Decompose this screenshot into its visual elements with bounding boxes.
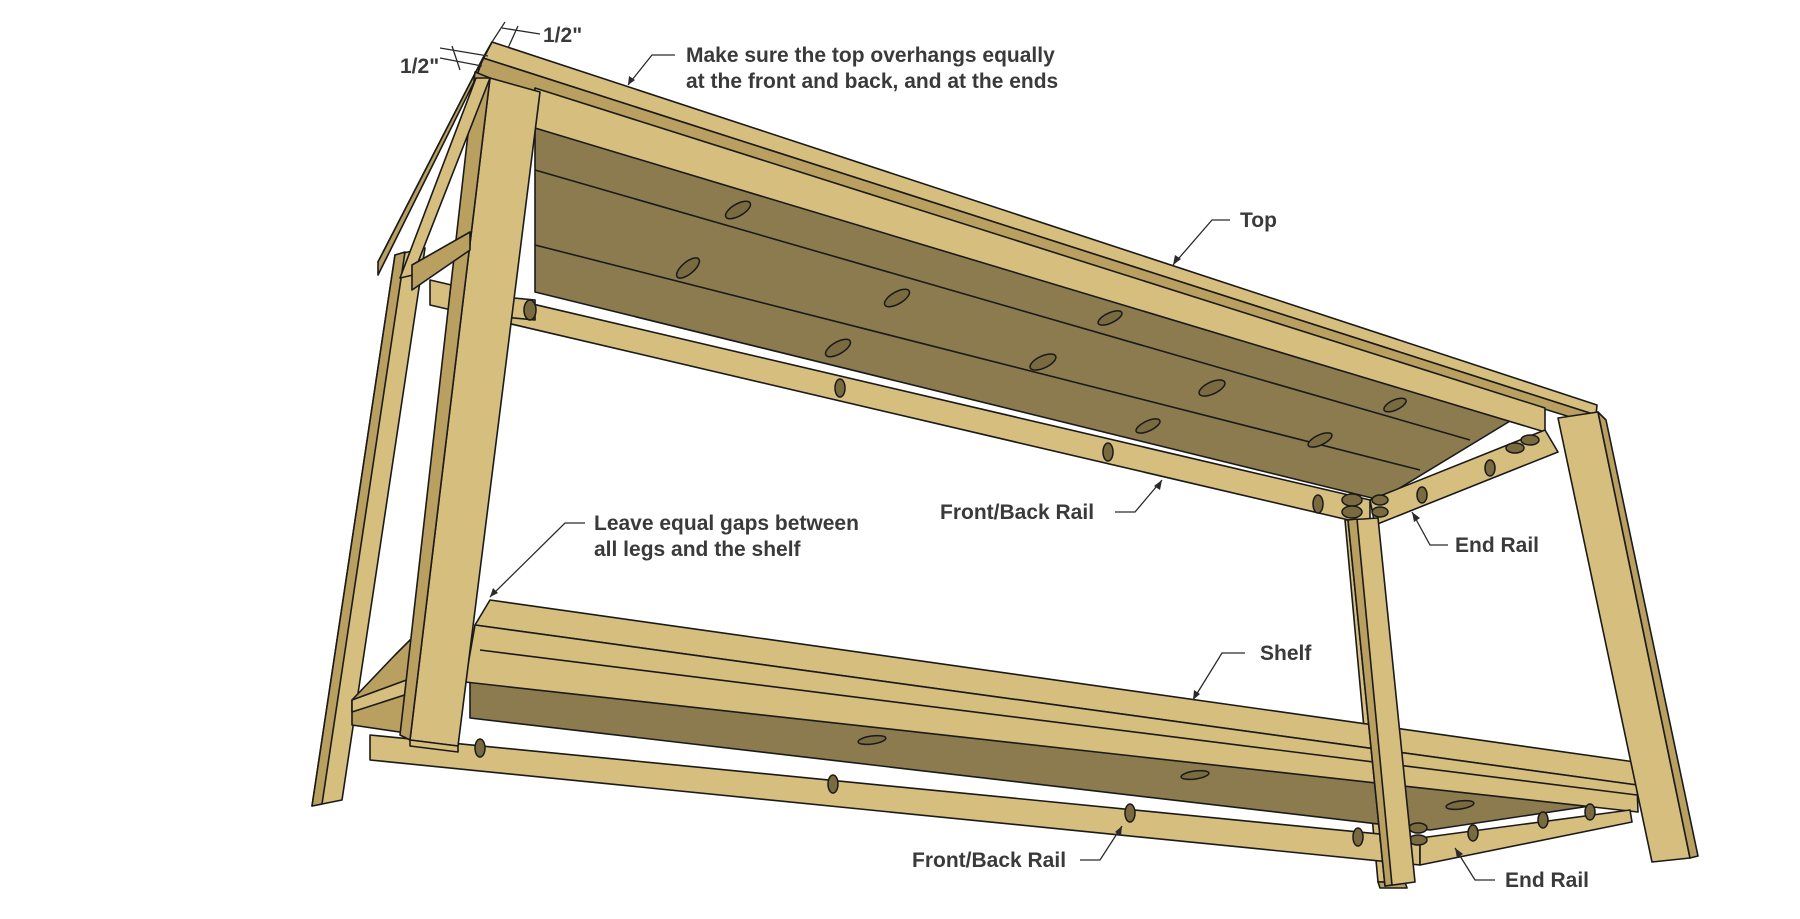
top-note-line1: Make sure the top overhangs equally [686, 44, 1055, 67]
gap-note-line2: all legs and the shelf [594, 538, 802, 561]
top-note-line2: at the front and back, and at the ends [686, 70, 1058, 93]
callout-end-rail-upper: End Rail [1411, 511, 1539, 557]
upper-end-rail [1369, 429, 1559, 526]
callout-top: Top [1172, 209, 1277, 266]
callout-shelf: Shelf [1192, 642, 1312, 701]
end-rail-lower-label: End Rail [1505, 869, 1589, 892]
callout-gap-note: Leave equal gaps between all legs and th… [489, 512, 859, 598]
shelf-label: Shelf [1260, 642, 1312, 665]
end-rail-upper-label: End Rail [1455, 534, 1539, 557]
front-back-rail-lower-label: Front/Back Rail [912, 849, 1066, 872]
front-back-rail-upper-label: Front/Back Rail [940, 501, 1094, 524]
dimension-side-overhang: 1/2" [400, 45, 489, 78]
pocket-holes-shelf [474, 734, 1596, 847]
lower-end-rail [1419, 809, 1633, 866]
front-right-leg-outer [1557, 411, 1699, 863]
left-end-upper-rail [399, 77, 491, 291]
top-label: Top [1240, 209, 1277, 232]
callout-front-back-rail-lower: Front/Back Rail [912, 825, 1123, 872]
callout-top-note: Make sure the top overhangs equally at t… [627, 44, 1058, 93]
front-right-leg [1347, 517, 1416, 887]
table-top [377, 41, 1598, 426]
overhang-top-label: 1/2" [543, 24, 582, 47]
shelf-boards [464, 599, 1639, 813]
callout-front-back-rail-upper: Front/Back Rail [940, 479, 1163, 524]
callout-end-rail-lower: End Rail [1454, 847, 1589, 892]
pocket-holes-top [523, 200, 1540, 519]
gap-note-line1: Leave equal gaps between [594, 512, 859, 535]
overhang-side-label: 1/2" [400, 55, 439, 78]
dimension-top-overhang: 1/2" [491, 21, 582, 49]
